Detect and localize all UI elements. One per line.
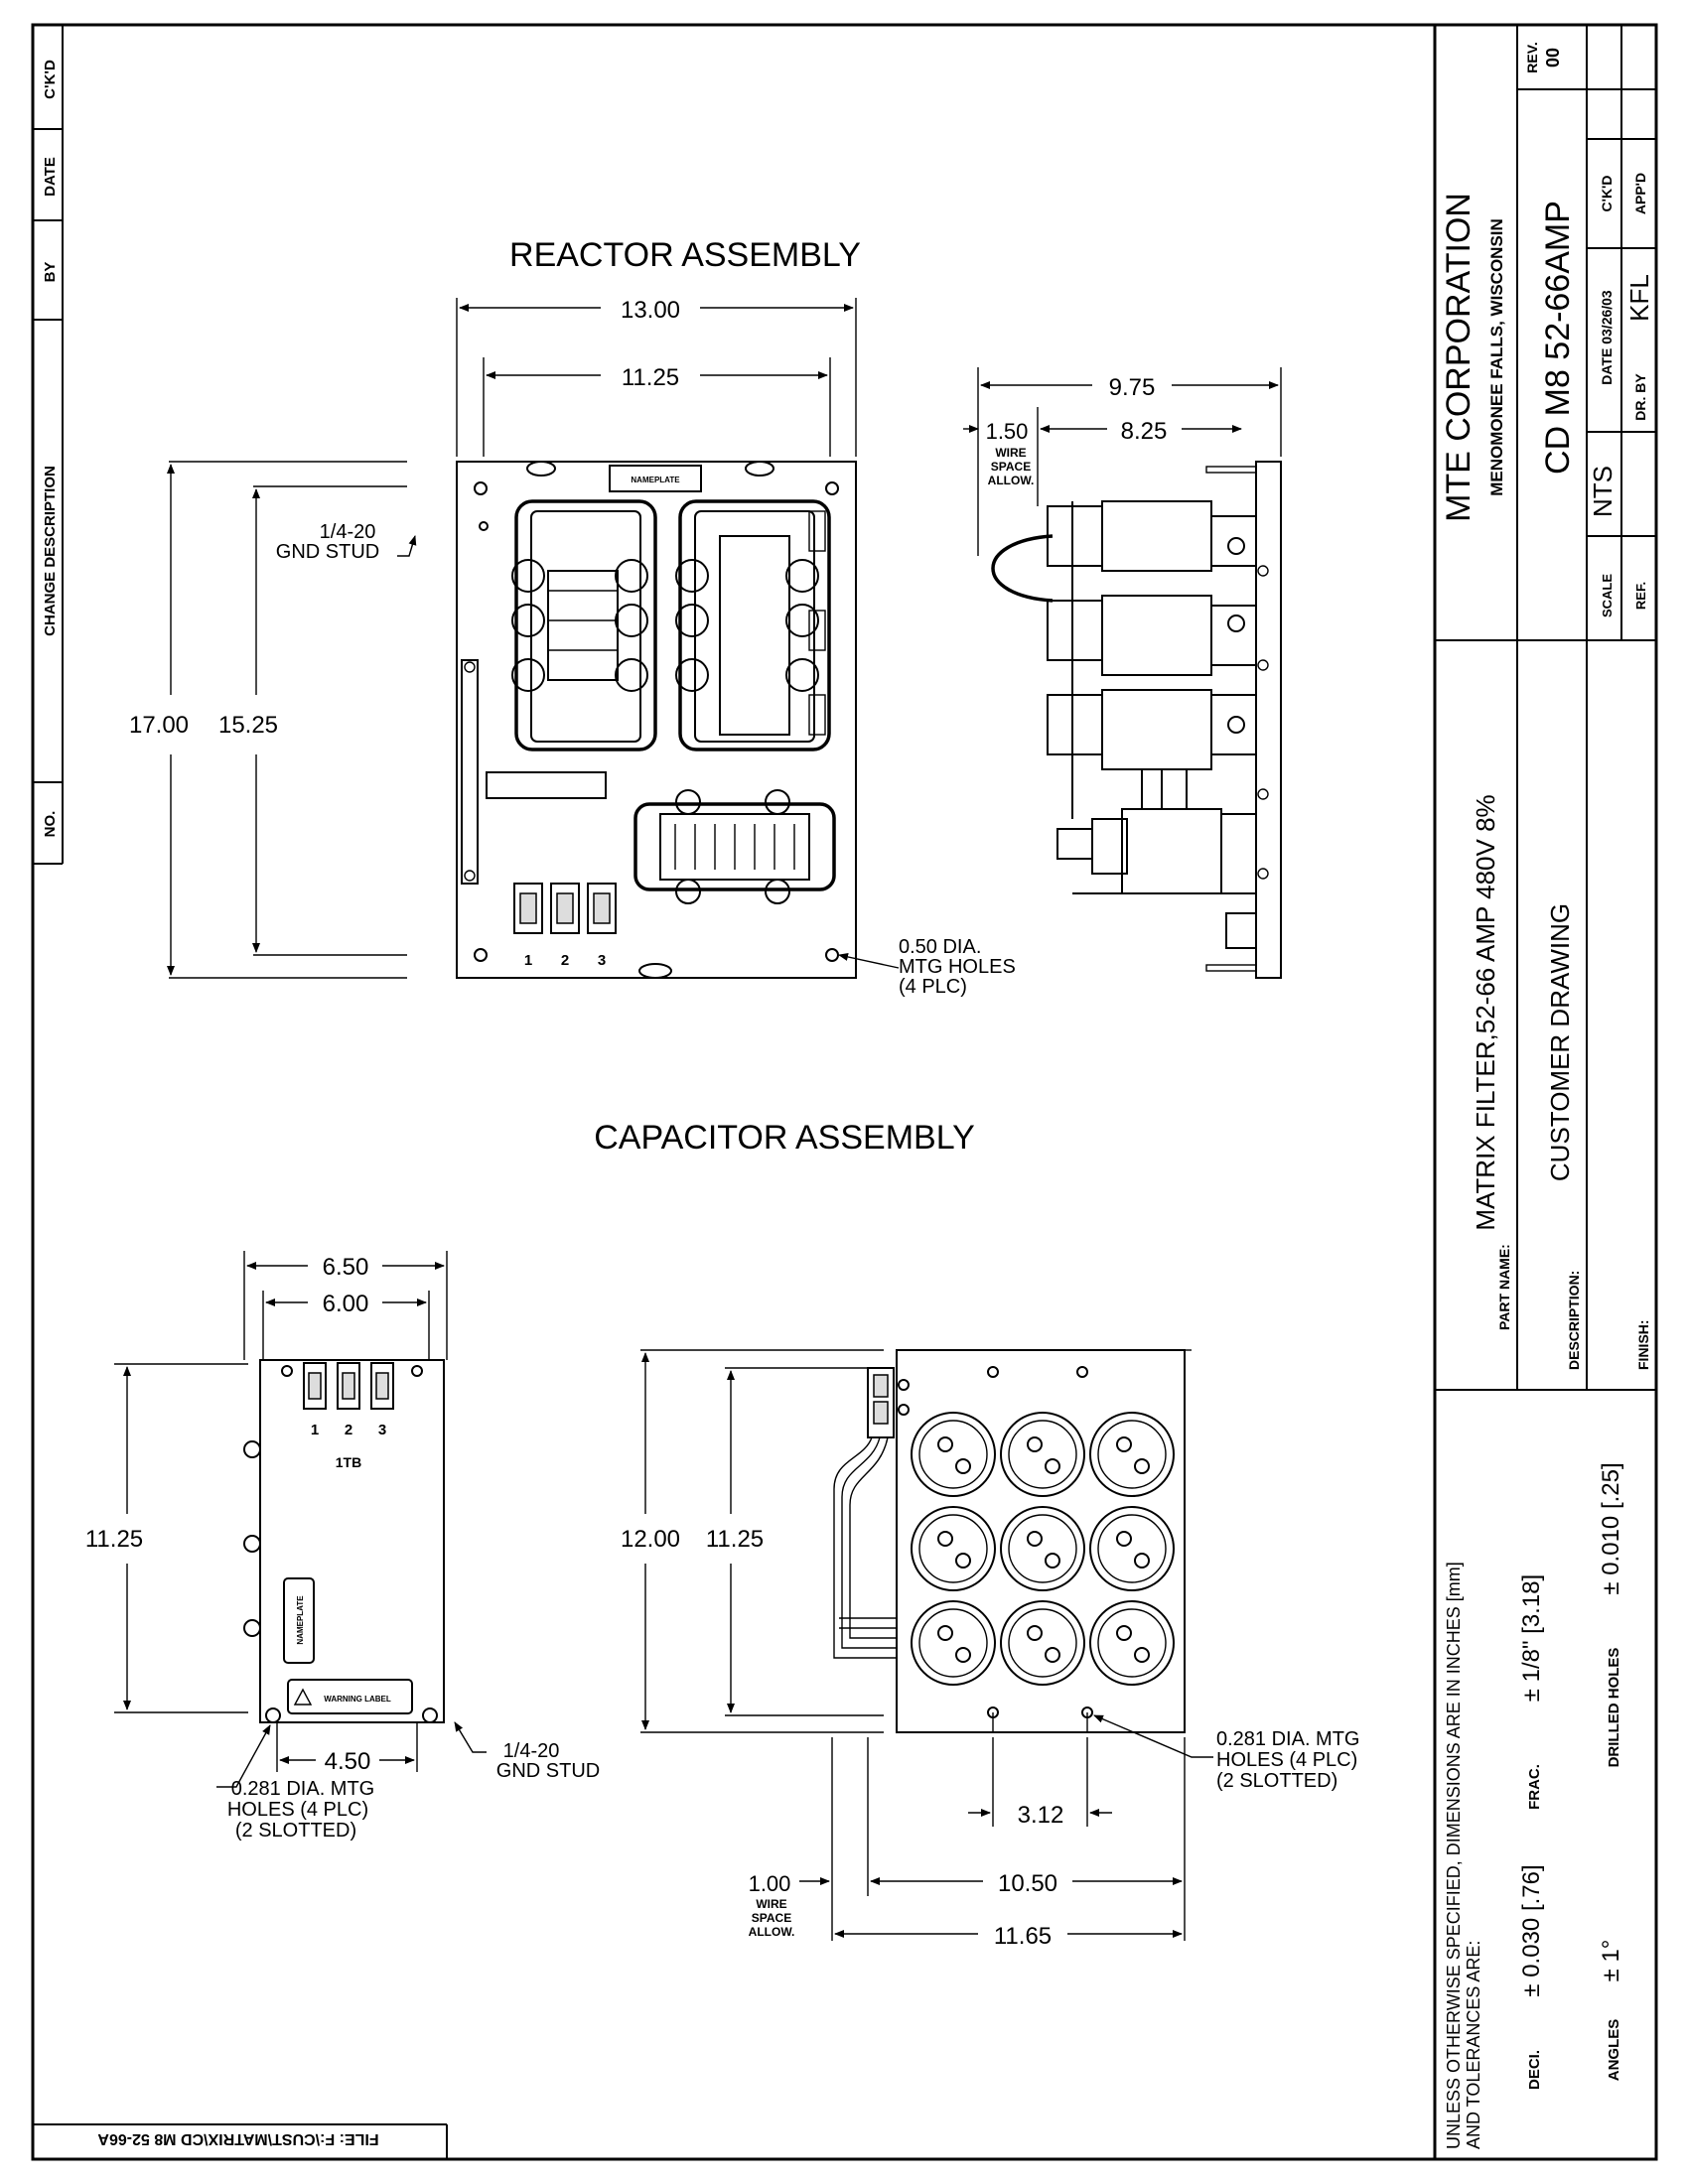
tolerance-line-2: AND TOLERANCES ARE: <box>1464 1941 1483 2149</box>
dim-6-50: 6.50 <box>323 1254 369 1281</box>
date-label: DATE 03/26/03 <box>1599 290 1615 385</box>
dim-11-65: 11.65 <box>994 1923 1052 1950</box>
drawing-number: CD M8 52-66AMP <box>1539 201 1577 475</box>
cap-holes-right-2: HOLES (4 PLC) <box>1216 1749 1357 1771</box>
dim-11-25-right: 11.25 <box>706 1526 764 1553</box>
capacitor-cans <box>911 1412 1175 1686</box>
wire-space-2: SPACE <box>991 460 1031 474</box>
mtg-holes-label-3: (4 PLC) <box>899 976 967 998</box>
dim-3-12: 3.12 <box>1018 1802 1064 1829</box>
frac-label: FRAC. <box>1526 1764 1543 1810</box>
dim-9-75: 9.75 <box>1109 374 1156 401</box>
reactor-title: REACTOR ASSEMBLY <box>509 236 861 274</box>
rev-header-change-description: CHANGE DESCRIPTION <box>42 466 59 636</box>
dim-11-25-left: 11.25 <box>85 1526 143 1553</box>
company-location: MENOMONEE FALLS, WISCONSIN <box>1487 218 1506 496</box>
appd-label: APP'D <box>1632 173 1648 214</box>
cap-terminal-3: 3 <box>378 1422 386 1438</box>
cap-gnd-stud-1: 1/4-20 <box>503 1740 560 1762</box>
reactor-terminal-2: 2 <box>561 952 569 969</box>
file-note: FILE: F:\CUST\MATRIX\CD M8 52-66A <box>97 2130 379 2147</box>
dim-12-00: 12.00 <box>621 1526 680 1553</box>
reactor-terminal-3: 3 <box>598 952 606 969</box>
dim-8-25: 8.25 <box>1121 418 1168 445</box>
angles-label: ANGLES <box>1606 2019 1622 2082</box>
dim-4-50: 4.50 <box>325 1748 371 1775</box>
cap-holes-right-3: (2 SLOTTED) <box>1216 1770 1337 1792</box>
deci-label: DECI. <box>1526 2050 1543 2090</box>
ckd-label: C'K'D <box>1599 176 1615 212</box>
company-name: MTE CORPORATION <box>1440 193 1477 522</box>
capacitor-title: CAPACITOR ASSEMBLY <box>594 1119 975 1157</box>
dim-13-00: 13.00 <box>621 297 680 324</box>
wire-space-1: WIRE <box>995 446 1026 460</box>
cap-wire-space-3: ALLOW. <box>749 1925 795 1939</box>
angles-value: ± 1° <box>1598 1940 1624 1982</box>
frac-value: ± 1/8" [3.18] <box>1518 1574 1545 1702</box>
rev-header-no: NO. <box>42 811 59 838</box>
reactor-mtg-hole-note: 0.50 DIA. MTG HOLES (4 PLC) <box>838 936 1016 998</box>
cap-holes-right-1: 0.281 DIA. MTG <box>1216 1728 1360 1750</box>
gnd-stud-label-1: 1/4-20 <box>320 521 376 543</box>
scale-label: SCALE <box>1600 574 1615 617</box>
cap-wire-space-2: SPACE <box>752 1911 791 1925</box>
dim-1-50: 1.50 <box>986 419 1029 444</box>
dim-10-50: 10.50 <box>998 1870 1057 1897</box>
rev-label: REV. <box>1524 42 1540 72</box>
drilled-label: DRILLED HOLES <box>1606 1648 1622 1768</box>
reactor-left-dims: 17.00 15.25 1/4-20 GND STUD <box>129 461 417 979</box>
file-note-box: FILE: F:\CUST\MATRIX\CD M8 52-66A <box>33 2123 448 2159</box>
cap-gnd-stud-2: GND STUD <box>496 1760 600 1782</box>
drby-value: KFL <box>1624 274 1654 322</box>
revision-block: C'K'D DATE BY CHANGE DESCRIPTION NO. <box>33 25 64 865</box>
dim-15-25: 15.25 <box>218 712 278 739</box>
cap-terminal-block-label: 1TB <box>336 1454 361 1470</box>
capacitor-top-view: 12.00 11.25 <box>621 1349 1360 1950</box>
reactor-nameplate-label: NAMEPLATE <box>631 476 680 484</box>
reactor-terminal-1: 1 <box>524 952 532 969</box>
cap-wire-space-1: WIRE <box>756 1897 786 1911</box>
cap-terminal-1: 1 <box>311 1422 319 1438</box>
reactor-top-dims: 13.00 11.25 <box>456 297 857 457</box>
cap-warning-label: WARNING LABEL <box>324 1695 391 1704</box>
rev-header-date: DATE <box>42 157 59 197</box>
ref-label: REF. <box>1633 582 1648 610</box>
description-value: CUSTOMER DRAWING <box>1545 903 1575 1181</box>
cap-holes-left-1: 0.281 DIA. MTG <box>231 1778 375 1800</box>
cap-terminal-2: 2 <box>345 1422 352 1438</box>
capacitor-front-view: 6.50 6.00 11.25 1 2 3 1TB NAMEPLATE WARN… <box>85 1251 600 1842</box>
scale-value: NTS <box>1588 466 1618 517</box>
gnd-stud-label-2: GND STUD <box>276 541 379 563</box>
title-block: MTE CORPORATION MENOMONEE FALLS, WISCONS… <box>1433 25 1656 2159</box>
tolerance-line-1: UNLESS OTHERWISE SPECIFIED, DIMENSIONS A… <box>1444 1562 1464 2149</box>
dim-17-00: 17.00 <box>129 712 189 739</box>
dim-1-00: 1.00 <box>749 1871 791 1896</box>
mtg-holes-label-2: MTG HOLES <box>899 956 1016 978</box>
cap-nameplate-label: NAMEPLATE <box>296 1595 305 1645</box>
rev-value: 00 <box>1543 48 1563 68</box>
mtg-holes-label-1: 0.50 DIA. <box>899 936 981 958</box>
rev-header-ckd: C'K'D <box>42 60 59 99</box>
wire-space-3: ALLOW. <box>988 474 1035 487</box>
part-name-label: PART NAME: <box>1496 1244 1512 1330</box>
description-label: DESCRIPTION: <box>1566 1271 1582 1370</box>
dim-11-25-top: 11.25 <box>622 364 679 391</box>
rev-header-by: BY <box>42 262 59 283</box>
drby-label: DR. BY <box>1632 373 1648 421</box>
sheet-border <box>31 23 1658 2161</box>
finish-label: FINISH: <box>1635 1319 1651 1370</box>
drilled-value: ± 0.010 [.25] <box>1598 1462 1624 1594</box>
deci-value: ± 0.030 [.76] <box>1518 1864 1545 1996</box>
dim-6-00: 6.00 <box>323 1291 369 1317</box>
part-name-value: MATRIX FILTER,52-66 AMP 480V 8% <box>1471 794 1500 1230</box>
cap-holes-left-3: (2 SLOTTED) <box>235 1820 356 1842</box>
reactor-side-view: 9.75 8.25 1.50 WIRE SPACE ALLOW. <box>963 367 1282 979</box>
cap-holes-left-2: HOLES (4 PLC) <box>227 1799 368 1821</box>
reactor-front-view: NAMEPLATE <box>456 461 857 979</box>
